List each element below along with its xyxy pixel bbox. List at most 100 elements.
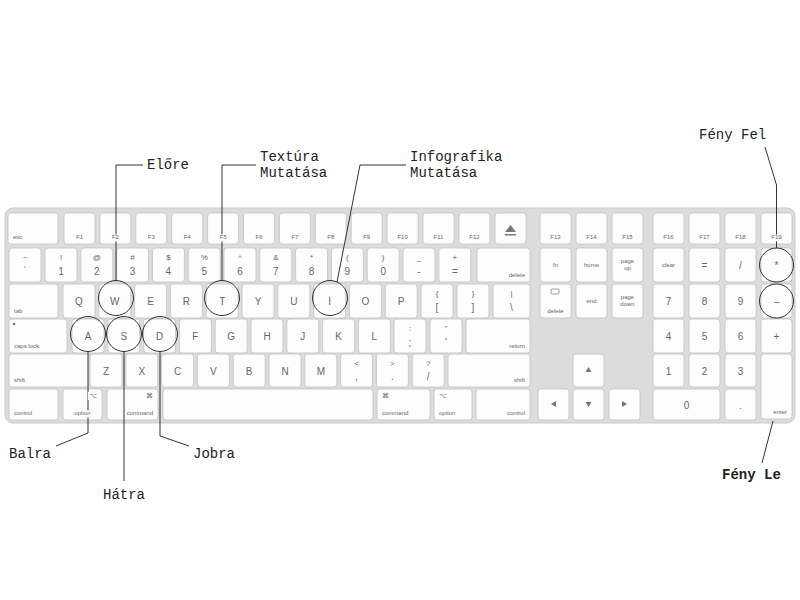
key-cap [152, 248, 184, 282]
key-legend: * [309, 254, 314, 263]
key-legend: \ [509, 302, 514, 313]
key-cap [761, 284, 792, 318]
key-cap [573, 389, 604, 420]
key-legend: page down [618, 294, 638, 307]
key-cap [761, 354, 792, 419]
key-legend: return [508, 343, 526, 350]
key-cap [136, 213, 167, 244]
key-cap [457, 284, 489, 318]
key-cap [126, 354, 158, 387]
key-cap [314, 284, 346, 318]
key-legend: ` [22, 266, 27, 277]
eject-icon [505, 225, 516, 232]
key-cap [540, 213, 571, 244]
key-cap [476, 389, 530, 420]
key-cap [538, 389, 569, 420]
key-icons [13, 225, 627, 407]
key-legend: enter [772, 409, 788, 416]
key-cap [540, 248, 571, 282]
key-legend: R [182, 296, 191, 307]
key-legend: F4 [183, 234, 192, 241]
key-legend: 2 [93, 266, 101, 277]
key-cap [197, 354, 229, 387]
leader-line [337, 165, 406, 282]
key-legend: L [371, 331, 379, 342]
key-legend: F18 [734, 234, 746, 241]
key-legend: ? [425, 359, 431, 368]
key-legend: F14 [585, 234, 597, 241]
key-legend: ( [345, 254, 350, 263]
key-legend: | [509, 290, 513, 299]
key-legend: tab [13, 308, 23, 315]
key-cap [179, 319, 211, 353]
key-legend: F9 [362, 234, 371, 241]
key-legend: F2 [111, 234, 120, 241]
highlight-circle [313, 281, 348, 316]
key-legend: 3 [129, 266, 137, 277]
key-legend: E [146, 296, 155, 307]
callout-label: Előre [147, 157, 217, 173]
callout-label: Hátra [103, 487, 163, 503]
key-cap [9, 319, 67, 353]
key-legend: ⌘ [381, 392, 390, 400]
key-cap [653, 389, 720, 420]
key-legend: clear [659, 262, 679, 269]
key-cap [206, 284, 238, 318]
key-legend: end [582, 298, 602, 305]
key-legend: ' [444, 337, 448, 348]
delete-icon [551, 289, 559, 294]
key-legend: % [200, 254, 209, 263]
key-legend: = [451, 266, 459, 277]
callout-label: Fény Fel [699, 127, 779, 143]
key-legend: command [126, 410, 154, 417]
key-cap [423, 213, 454, 244]
arrow-icon [551, 401, 556, 407]
key-legend: C [173, 365, 182, 376]
key-cap [8, 213, 58, 244]
key-legend: + [451, 254, 458, 263]
key-legend: + [773, 331, 781, 342]
key-legend: F [191, 331, 199, 342]
key-cap [689, 319, 720, 353]
key-cap [725, 284, 756, 318]
key-cap [63, 389, 102, 420]
key-cap [188, 248, 220, 282]
key-cap [761, 248, 792, 282]
key-legend: M [316, 365, 326, 376]
key-legend: 8 [308, 266, 316, 277]
key-legend: B [245, 365, 254, 376]
key-legend: Z [102, 365, 110, 376]
leader-line [765, 147, 777, 248]
highlight-circle [760, 284, 794, 318]
key-legend: # [129, 254, 135, 263]
key-legend: F15 [621, 234, 633, 241]
key-legend: F8 [326, 234, 335, 241]
key-legend: > [389, 359, 396, 368]
key-cap [367, 248, 399, 282]
key-cap [279, 213, 310, 244]
key-cap [305, 354, 337, 387]
key-legend: ] [471, 302, 476, 313]
key-legend: Q [74, 296, 84, 307]
key-legend: – [773, 296, 781, 307]
key-legend: ⌥ [438, 392, 448, 400]
key-legend: 5 [200, 266, 208, 277]
key-legend: _ [416, 254, 422, 263]
key-legend: F3 [147, 234, 156, 241]
key-legend: = [701, 260, 709, 271]
key-cap [493, 284, 530, 318]
key-legend: - [416, 266, 421, 277]
leader-line [160, 352, 189, 447]
key-cap [331, 248, 363, 282]
callout-label: Textúra Mutatása [260, 149, 340, 181]
key-legend: 1 [57, 266, 65, 277]
key-cap [387, 213, 418, 244]
key-cap [315, 213, 346, 244]
key-cap [269, 354, 301, 387]
key-legend: F5 [219, 234, 228, 241]
key-cap [725, 389, 756, 420]
highlight-circle [107, 317, 142, 352]
arrow-icon [586, 402, 592, 407]
